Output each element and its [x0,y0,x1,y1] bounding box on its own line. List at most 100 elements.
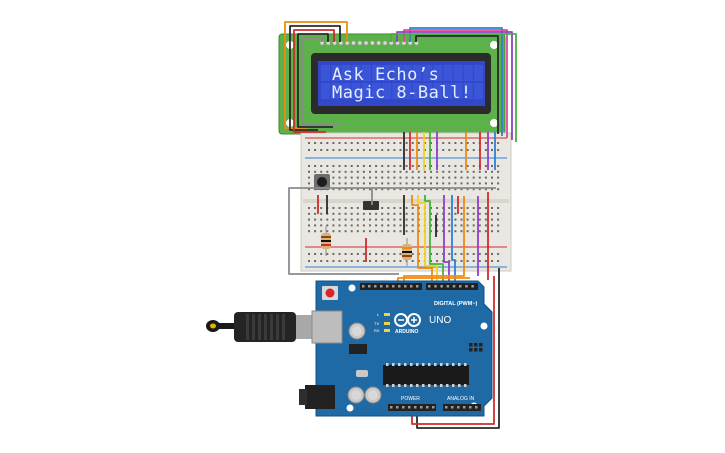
breadboard-hole [393,176,396,179]
lcd-cell [351,83,361,99]
breadboard-hole [399,253,402,255]
breadboard-hole [332,142,335,144]
breadboard-hole [326,230,329,233]
breadboard-hole [393,260,396,262]
breadboard-hole [484,212,487,215]
breadboard-hole [308,142,310,144]
breadboard-hole [466,149,469,151]
breadboard-hole [460,176,463,179]
arduino-logo [394,313,421,327]
breadboard-hole [478,230,481,233]
digital-pin [368,285,371,288]
pushbutton-cap[interactable] [317,177,327,187]
breadboard-hole [399,176,402,179]
chip-pin [416,384,419,387]
breadboard-hole [387,253,390,255]
digital-pins [362,285,474,288]
pushbutton[interactable] [314,174,330,190]
digital-pin [392,285,395,288]
breadboard-hole [460,253,463,255]
breadboard-hole [326,218,329,221]
breadboard-hole [308,218,310,221]
breadboard-hole [356,212,359,215]
breadboard-hole [436,212,439,215]
breadboard-hole [454,224,457,227]
breadboard-hole [411,176,414,179]
breadboard-hole [497,142,500,144]
lcd-cell [453,65,463,81]
lcd-mount-hole [490,119,498,127]
breadboard-hole [417,182,420,185]
digital-pin [410,285,413,288]
breadboard-hole [466,176,469,179]
usb-port [311,310,343,344]
breadboard-hole [332,149,335,151]
breadboard-hole [369,224,371,227]
breadboard-hole [320,149,323,151]
breadboard-hole [430,260,432,262]
breadboard-hole [338,142,341,144]
breadboard-hole [472,142,475,144]
breadboard-hole [375,253,378,255]
breadboard-hole [332,224,335,227]
breadboard-hole [387,224,390,227]
breadboard-hole [448,253,451,255]
breadboard-hole [308,165,310,167]
icsp-pin [469,348,473,352]
breadboard-hole [411,149,414,151]
digital-pin [398,285,401,288]
breadboard-hole [393,230,396,233]
breadboard-hole [350,176,353,179]
lcd-cell [351,65,361,81]
digital-pin [416,285,419,288]
lcd-cell [361,83,371,99]
breadboard-hole [436,260,439,262]
wire-gray [301,37,340,126]
chip-pin [422,384,425,387]
breadboard-hole [356,165,359,167]
breadboard-hole [399,207,402,209]
status-leds: L TX RX [374,312,390,333]
lcd-cell [321,83,330,99]
breadboard-hole [454,149,457,151]
breadboard-hole [332,170,335,173]
lcd-cell [392,83,402,99]
breadboard-hole [497,176,500,179]
breadboard-hole [472,176,475,179]
breadboard-hole [466,188,469,191]
power-label: POWER [401,396,420,402]
wire-yellow [417,195,438,286]
breadboard-hole [491,170,493,173]
breadboard-hole [369,260,371,262]
breadboard-hole [356,176,359,179]
breadboard-hole [362,170,365,173]
lcd-cell [341,83,351,99]
breadboard-hole [350,218,353,221]
wire-green [424,195,444,286]
breadboard-hole [393,182,396,185]
power-header [388,404,436,411]
breadboard-hole [460,182,463,185]
usb-grip-ridge [246,314,249,340]
wire-purple [396,31,513,140]
breadboard-hole [478,224,481,227]
breadboard-hole [332,165,335,167]
breadboard-hole [491,182,493,185]
breadboard-hole [497,165,500,167]
breadboard-hole [491,165,493,167]
digital-pin [386,285,389,288]
breadboard-hole [338,212,341,215]
center-channel [303,199,509,203]
breadboard-hole [338,165,341,167]
breadboard-hole [399,212,402,215]
arduino-mount-hole [480,322,488,330]
breadboard-hole [326,142,329,144]
breadboard-hole [338,149,341,151]
breadboard-hole [326,224,329,227]
reset-button[interactable] [325,288,335,298]
breadboard-hole [375,212,378,215]
breadboard-hole [472,224,475,227]
breadboard-hole [393,218,396,221]
breadboard-hole [411,165,414,167]
breadboard-hole [484,188,487,191]
